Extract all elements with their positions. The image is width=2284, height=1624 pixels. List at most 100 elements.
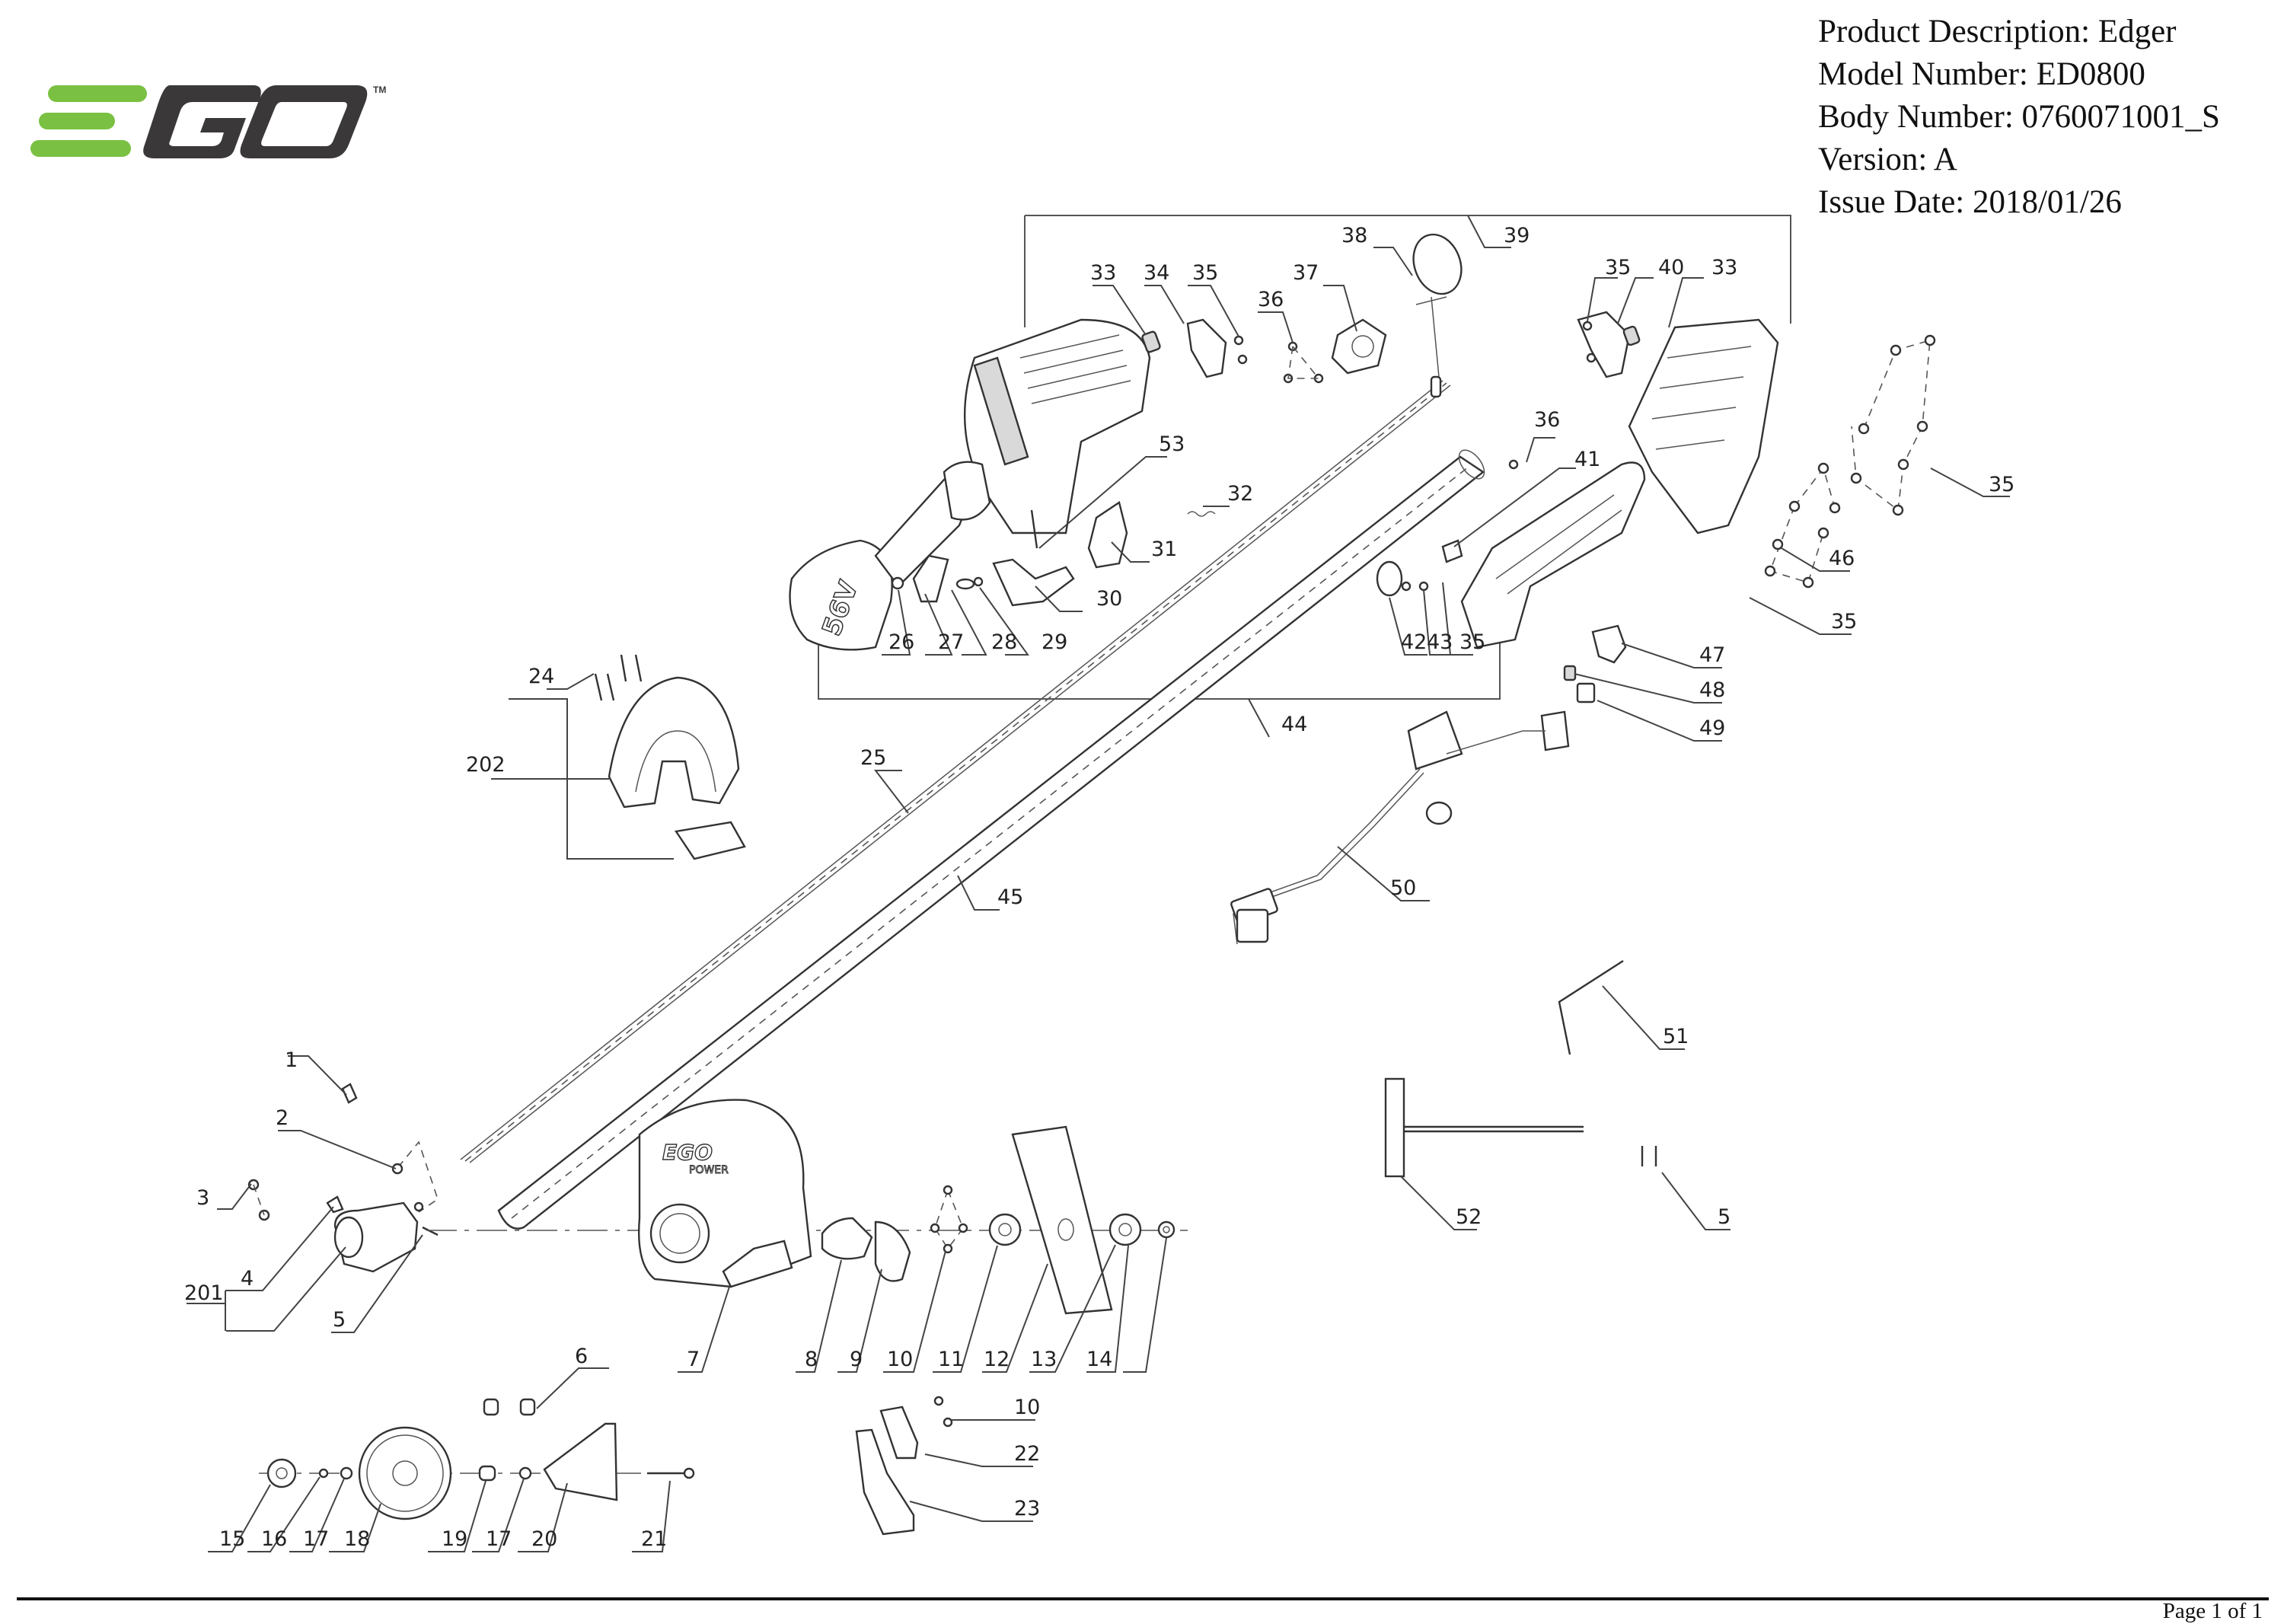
guard-ego-logo: EGO [662, 1140, 713, 1165]
battery-cover-56v: 56V [789, 461, 991, 651]
callout-17b: 17 [486, 1527, 512, 1551]
version: Version: A [1818, 142, 1957, 177]
callout-13: 13 [1031, 1348, 1057, 1371]
callout-48: 48 [1699, 678, 1725, 702]
callout-29: 29 [1042, 630, 1067, 654]
leader-lines [187, 215, 2010, 1552]
callout-32: 32 [1227, 482, 1253, 506]
shaft-25 [460, 380, 1451, 1163]
callout-26: 26 [888, 630, 914, 654]
callout-201: 201 [184, 1281, 224, 1305]
callout-28: 28 [991, 630, 1017, 654]
logo-bars [30, 85, 147, 157]
edge-plates [855, 1396, 953, 1536]
callout-46: 46 [1829, 547, 1855, 570]
callout-39: 39 [1504, 224, 1530, 247]
callout-34: 34 [1144, 261, 1169, 285]
callout-31: 31 [1151, 538, 1177, 561]
shaft-45 [497, 449, 1485, 1230]
callout-30: 30 [1096, 587, 1122, 611]
logo-bar-top [48, 85, 147, 102]
callout-24: 24 [528, 665, 554, 688]
callout-10b: 10 [1014, 1396, 1040, 1419]
callout-21: 21 [641, 1527, 667, 1551]
callout-6: 6 [575, 1345, 588, 1368]
logo-trademark: TM [373, 85, 386, 95]
motor-housing-right [1577, 311, 1779, 534]
callout-3: 3 [196, 1186, 209, 1210]
logo-bar-bottom [30, 140, 131, 157]
callout-10a: 10 [887, 1348, 913, 1371]
assist-handle [594, 654, 746, 860]
wire-harness [1230, 710, 1570, 945]
callout-35d: 35 [1989, 473, 2014, 496]
callout-18: 18 [344, 1527, 370, 1551]
callout-2: 2 [276, 1106, 289, 1130]
callout-25: 25 [860, 746, 886, 770]
callout-42: 42 [1401, 630, 1427, 654]
callout-44: 44 [1281, 713, 1307, 736]
callout-27: 27 [938, 630, 964, 654]
footer-rule [17, 1597, 2269, 1600]
callout-16: 16 [261, 1527, 287, 1551]
logo-bar-mid [39, 113, 115, 129]
callout-35b: 35 [1605, 256, 1631, 279]
callouts: 1 2 3 4 201 5 6 7 8 9 10 11 12 13 14 15 … [184, 224, 2014, 1551]
callout-202: 202 [466, 753, 506, 777]
model-number: Model Number: ED0800 [1818, 56, 2145, 92]
callout-23: 23 [1014, 1497, 1040, 1520]
callout-9: 9 [850, 1348, 863, 1371]
callout-36b: 36 [1534, 408, 1560, 432]
body-number: Body Number: 0760071001_S [1818, 99, 2220, 135]
logo-letter-g [143, 85, 261, 158]
callout-5a: 5 [333, 1308, 346, 1332]
page-number: Page 1 of 1 [2162, 1599, 2263, 1623]
callout-35a: 35 [1192, 261, 1218, 285]
assembly-bracket-39 [1025, 215, 1791, 324]
screw-set-right [1764, 334, 1936, 589]
issue-date: Issue Date: 2018/01/26 [1818, 184, 2122, 220]
callout-53: 53 [1159, 432, 1185, 456]
callout-17a: 17 [303, 1527, 329, 1551]
callout-36a: 36 [1258, 288, 1284, 311]
switch-parts [891, 501, 1216, 607]
callout-52: 52 [1456, 1205, 1482, 1229]
motor-housing-left [963, 318, 1151, 534]
callout-8: 8 [805, 1348, 818, 1371]
callout-14: 14 [1086, 1348, 1112, 1371]
callout-50: 50 [1390, 876, 1416, 900]
product-description: Product Description: Edger [1818, 14, 2177, 49]
callout-1: 1 [285, 1048, 298, 1072]
callout-41: 41 [1574, 448, 1600, 471]
callout-35c: 35 [1459, 630, 1485, 654]
callout-40: 40 [1658, 256, 1684, 279]
callout-15: 15 [219, 1527, 245, 1551]
callout-12: 12 [984, 1348, 1010, 1371]
guard-power-text: POWER [689, 1164, 729, 1176]
upper-small-parts [1141, 233, 1463, 398]
callout-49: 49 [1699, 716, 1725, 740]
callout-4: 4 [241, 1267, 254, 1291]
callout-19: 19 [442, 1527, 467, 1551]
tools [1384, 959, 1657, 1178]
callout-47: 47 [1699, 643, 1725, 667]
assembly-bracket-44 [818, 609, 1501, 700]
callout-11: 11 [938, 1348, 964, 1371]
callout-35e: 35 [1831, 610, 1857, 633]
callout-45: 45 [997, 885, 1023, 909]
callout-22: 22 [1014, 1442, 1040, 1466]
callout-7: 7 [687, 1348, 700, 1371]
blade-assembly [821, 1125, 1175, 1315]
callout-37: 37 [1293, 261, 1319, 285]
ego-logo: TM [30, 85, 386, 158]
rear-handle [1376, 459, 1646, 649]
parts-47-49 [1563, 624, 1627, 704]
callout-38: 38 [1341, 224, 1367, 247]
callout-20: 20 [531, 1527, 557, 1551]
wheel-assembly [266, 1398, 695, 1520]
callout-33b: 33 [1711, 256, 1737, 279]
document-info: Product Description: Edger Model Number:… [1818, 11, 2220, 224]
callout-5b: 5 [1718, 1205, 1731, 1229]
callout-43: 43 [1427, 630, 1453, 654]
